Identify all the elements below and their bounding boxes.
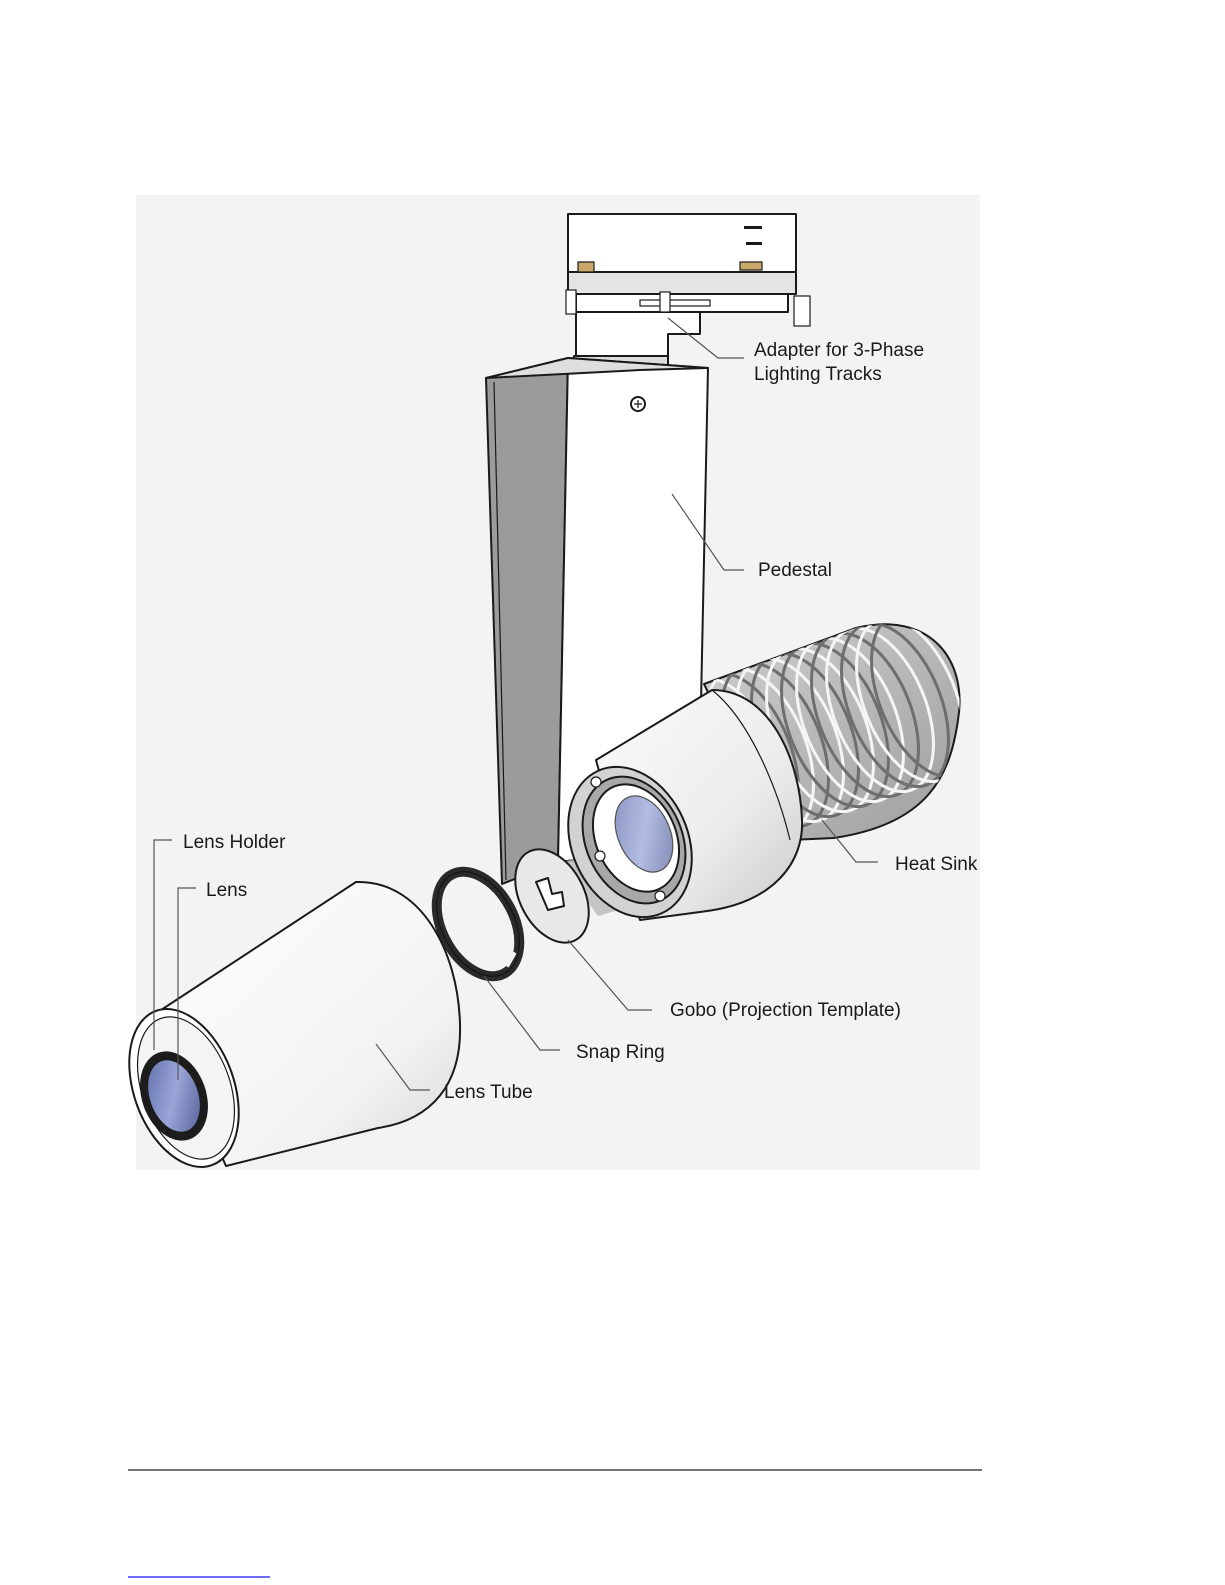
label-gobo: Gobo (Projection Template) bbox=[670, 1000, 901, 1021]
label-adapter-line2: Lighting Tracks bbox=[754, 364, 882, 385]
label-lens: Lens bbox=[206, 880, 247, 901]
label-lens-holder: Lens Holder bbox=[183, 832, 286, 853]
label-adapter-line1: Adapter for 3-Phase bbox=[754, 340, 924, 361]
label-lens-tube: Lens Tube bbox=[444, 1082, 533, 1103]
label-pedestal: Pedestal bbox=[758, 560, 832, 581]
label-heat-sink: Heat Sink bbox=[895, 854, 978, 875]
label-snap-ring: Snap Ring bbox=[576, 1042, 665, 1063]
